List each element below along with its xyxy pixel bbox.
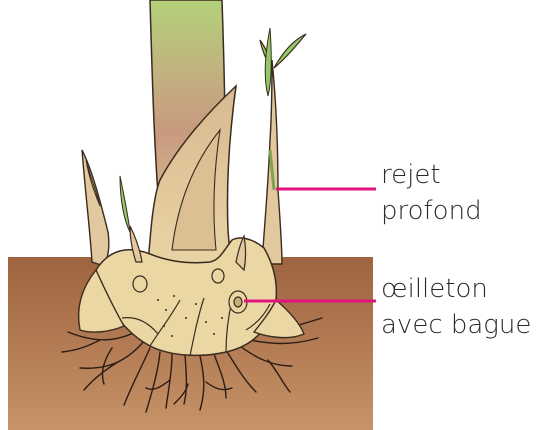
label-rejet-line1: rejet [381,158,441,192]
label-rejet-line2: profond [381,194,482,228]
left-shoot-leaf-2 [120,176,130,232]
left-shoot [82,150,109,266]
eye-left [133,276,147,292]
eye-center [212,269,224,283]
rejet-profond-leaf-2 [265,28,271,96]
label-oeilleton-line2: avec bague [381,308,531,342]
label-oeilleton-line1: œilleton [381,272,488,306]
